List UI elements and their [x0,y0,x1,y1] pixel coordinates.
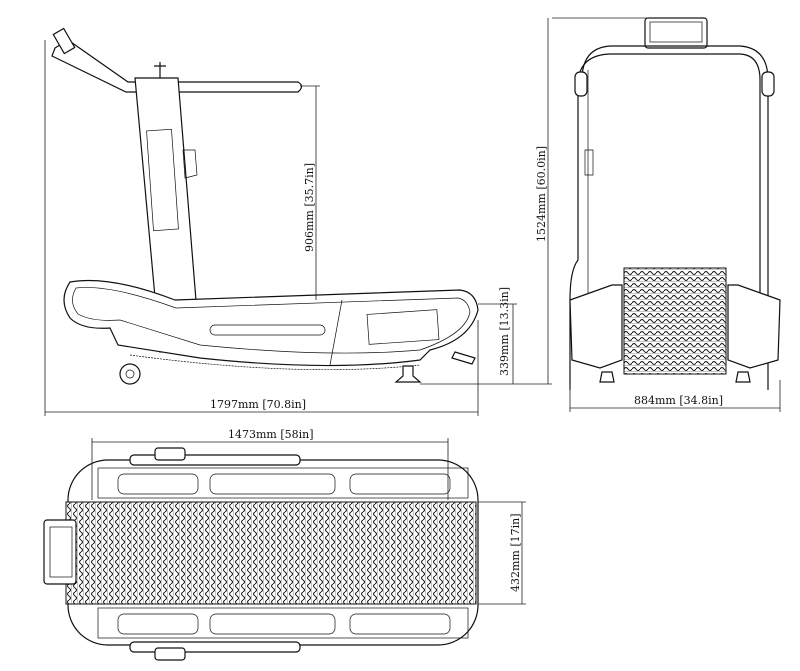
panel-cutout [349,613,451,635]
wheel-hub [125,369,135,379]
dim-line-total-width [569,380,781,412]
handlebar [51,39,303,93]
dim-running-length: 1473mm [58in] [228,428,314,441]
top-bracket [154,62,166,78]
running-belt [65,501,477,605]
belt-underside [129,354,421,371]
front-handle-right [761,71,775,97]
dim-deck-height: 339mm [13.3in] [498,287,511,376]
handle-grip [52,27,76,55]
rail-mount-top [154,447,186,461]
dim-line-running-width [478,501,526,605]
console-top [43,519,77,585]
side-view [51,27,479,385]
deck-label-panel [366,309,440,345]
deck-slot [209,324,326,336]
transport-wheel [119,363,141,385]
rail-mount-bottom [154,647,186,661]
panel-cutout [117,613,199,635]
deck-seam [329,299,343,366]
front-view [569,17,781,390]
panel-cutout [209,613,336,635]
bottom-side-panel [97,607,469,639]
dim-total-width: 884mm [34.8in] [634,394,723,407]
front-foot-left [599,371,615,383]
top-view [43,447,479,661]
console-display [644,17,708,49]
dim-line-total-length [44,40,479,416]
column-panel [146,128,179,232]
console-screen [649,21,703,43]
dimension-lines [44,17,781,605]
leveling-foot [394,365,422,383]
dim-running-width: 432mm [17in] [509,513,522,592]
dim-line-deck-height [478,303,517,384]
right-side-rail [727,284,781,369]
dim-total-length: 1797mm [70.8in] [210,398,306,411]
panel-cutout [349,473,451,495]
top-side-panel [97,467,469,499]
dim-line-total-height [420,17,700,385]
dim-line-handle-height [300,85,320,300]
front-frame-inner [569,53,761,390]
dim-total-height: 1524mm [60.0in] [535,146,548,242]
front-foot-right [735,371,751,383]
dim-handle-height: 906mm [35.7in] [303,163,316,252]
front-handle-left [574,71,588,97]
front-frame-outer [581,45,769,390]
curved-deck [63,279,479,367]
left-side-rail [569,284,623,369]
front-column-bracket [584,70,594,330]
deck-inner-outline [72,287,471,354]
console-top-screen [49,526,73,578]
brake-lever [451,351,476,365]
panel-cutout [117,473,199,495]
front-belt [623,267,727,375]
dim-line-running-length [91,438,449,500]
panel-cutout [209,473,336,495]
column-bracket [182,149,198,179]
